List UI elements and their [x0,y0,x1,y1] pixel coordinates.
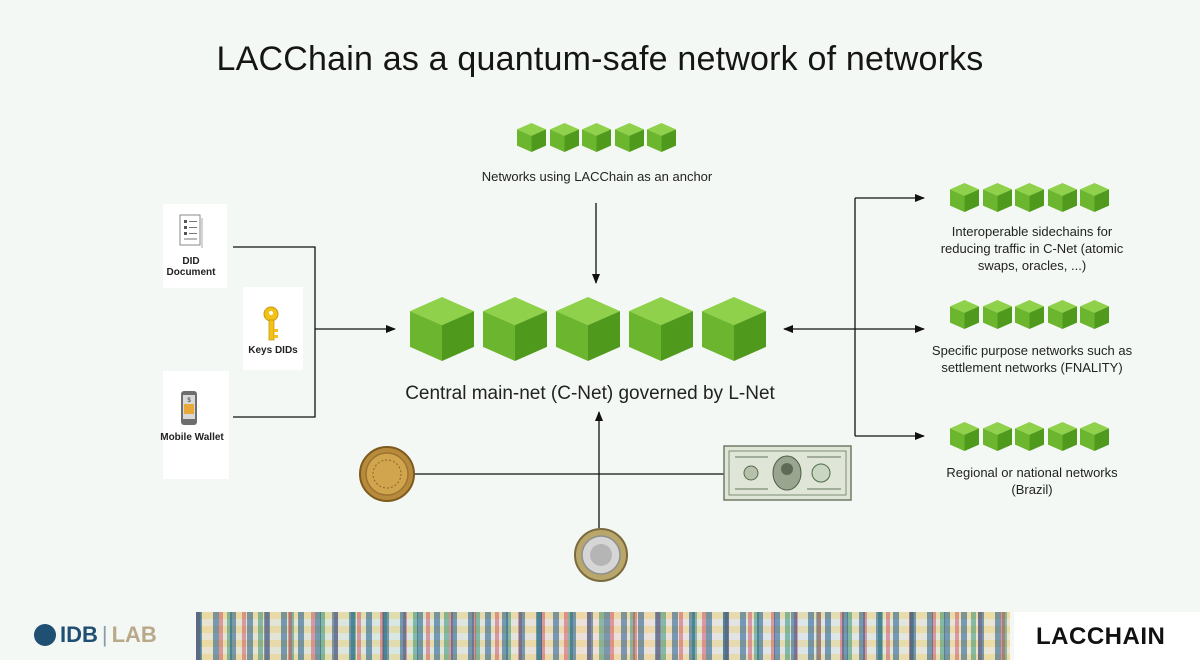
lacchain-logo-box [1014,612,1200,660]
keys-dids-label: Keys DIDs [248,345,298,356]
network-node-cube [982,300,1012,329]
network-node-cube [1015,300,1044,329]
network-node-cube [1047,300,1077,329]
network-node-cube [582,123,611,152]
network-node-cube [549,123,579,152]
network-node-cube [1080,183,1109,212]
purpose-networks-label: Specific purpose networks such as settle… [931,343,1133,375]
network-node-cube [950,183,979,212]
network-node-cube [1015,422,1044,451]
network-node-cube [556,297,620,361]
coin-icon [359,446,415,502]
mobile-phone-icon: $ [181,391,197,425]
network-node-cube [614,123,644,152]
mobile-wallet-panel [163,371,229,479]
network-node-cube [1047,183,1077,212]
network-node-cube [410,297,474,361]
regional-networks-label: Regional or national networks (Brazil) [946,465,1118,497]
footer-artwork [196,612,1010,660]
idb-text: IDB [60,622,98,647]
globe-icon [34,624,56,646]
top-network-label: Networks using LACChain as an anchor [481,169,713,184]
network-node-cube [950,300,979,329]
mobile-wallet-label: Mobile Wallet [160,432,224,443]
sidechains-label: Interoperable sidechains for reducing tr… [940,224,1124,273]
dollar-bill-icon [723,445,852,501]
line-did-document [233,246,316,418]
idb-lab-logo: IDB|LAB [34,622,157,648]
network-node-cube [982,422,1012,451]
lacchain-logo: LACCHAIN [1036,623,1166,650]
lab-text: LAB [111,622,157,647]
network-node-cube [647,123,676,152]
svg-text:$: $ [187,398,191,404]
did-document-label: DID Document [166,256,216,278]
network-node-cube [702,297,766,361]
network-node-cube [950,422,979,451]
key-icon [263,306,279,341]
network-node-cube [483,297,547,361]
page-title: LACChain as a quantum-safe network of ne… [216,40,984,78]
network-node-cube [1080,300,1109,329]
network-node-cube [629,297,693,361]
network-node-cube [1015,183,1044,212]
network-node-cube [982,183,1012,212]
euro-coin-icon [574,528,628,582]
network-node-cube [1080,422,1109,451]
network-node-cube [517,123,546,152]
document-icon [179,214,203,248]
central-network-label: Central main-net (C-Net) governed by L-N… [405,383,775,404]
network-node-cube [1047,422,1077,451]
